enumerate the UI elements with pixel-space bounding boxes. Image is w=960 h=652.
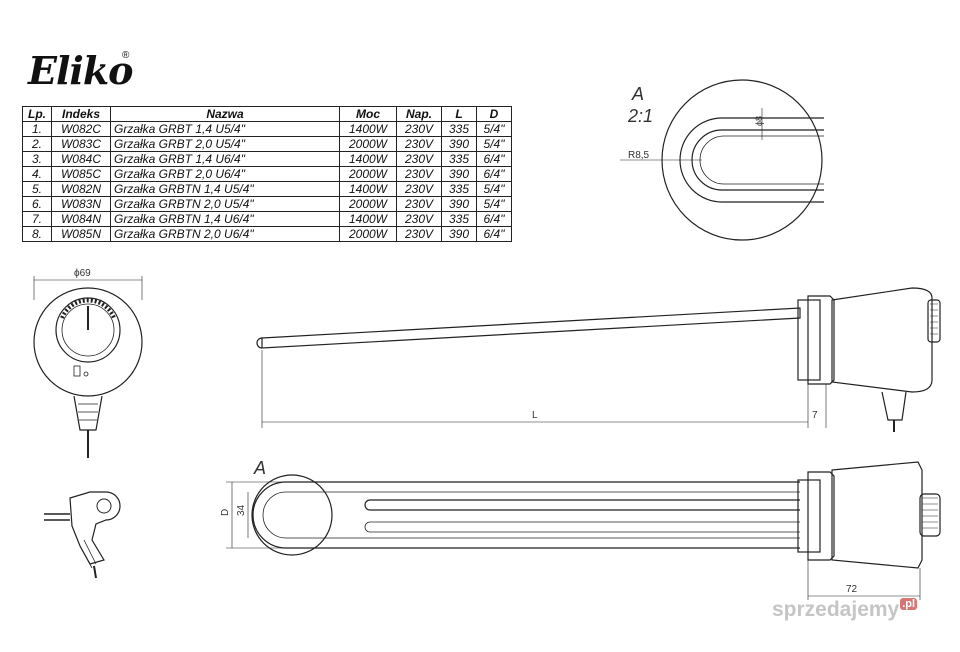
table-cell: Grzałka GRBTN 1,4 U5/4" (110, 181, 340, 197)
col-indeks: Indeks (51, 106, 111, 122)
detail-label: A (631, 84, 644, 104)
detail-core-loop (699, 135, 824, 185)
table-cell: 230V (396, 181, 442, 197)
table-cell: 6/4" (476, 166, 512, 182)
section-a-circle (251, 474, 333, 556)
table-cell: 6/4" (476, 226, 512, 242)
head-front-dial-ring (55, 297, 121, 363)
table-cell: 5/4" (476, 121, 512, 137)
section-label: A (253, 458, 266, 478)
thread-bottom (807, 471, 835, 561)
d-label: D (220, 509, 231, 516)
plug-pins (44, 513, 70, 521)
table-cell: Grzałka GRBT 1,4 U6/4" (110, 151, 340, 167)
head-front-outer (33, 287, 143, 397)
knob-top (927, 299, 941, 343)
gap-label: 7 (812, 410, 818, 421)
thread-top (807, 295, 835, 385)
table-cell: 6/4" (476, 211, 512, 227)
detail-scale: 2:1 (627, 106, 653, 126)
table-cell: 335 (441, 181, 477, 197)
head-front-dial (61, 303, 115, 357)
logo-text: Eliko (28, 48, 134, 93)
u-element-slot (364, 499, 800, 511)
head-length-label: 72 (846, 584, 858, 595)
length-label: L (532, 410, 538, 421)
plug-body (69, 491, 121, 565)
heater-head-top (831, 287, 933, 393)
table-cell: Grzałka GRBT 2,0 U6/4" (110, 166, 340, 182)
led-indicator (73, 365, 81, 377)
table-cell: 230V (396, 226, 442, 242)
table-cell: 390 (441, 226, 477, 242)
table-cell: Grzałka GRBT 2,0 U5/4" (110, 136, 340, 152)
flange-nut-bottom (797, 479, 821, 553)
knob-bottom (919, 493, 941, 537)
table-cell: W082C (51, 121, 111, 137)
watermark-badge: .pl (900, 598, 918, 610)
thread-label: 34 (236, 504, 247, 516)
watermark-text: sprzedajemy (772, 598, 900, 621)
dial-scale (60, 298, 116, 319)
table-cell: 2000W (339, 196, 397, 212)
detail-radius-label: R8,5 (628, 150, 650, 161)
front-cable-gland (73, 395, 103, 431)
head-diameter-label: ϕ69 (74, 268, 91, 279)
top-cable-gland (881, 391, 907, 421)
table-cell: Grzałka GRBTN 2,0 U6/4" (110, 226, 340, 242)
eliko-logo: Eliko ® (28, 48, 138, 104)
table-cell: W083C (51, 136, 111, 152)
table-cell: 5/4" (476, 196, 512, 212)
table-cell: 2000W (339, 226, 397, 242)
u-element-outer (252, 481, 800, 549)
detail-diameter-label: ϕ8 (754, 116, 764, 126)
table-cell: W082N (51, 181, 111, 197)
u-element-inner (262, 491, 800, 539)
table-cell: 230V (396, 121, 442, 137)
registered-mark: ® (122, 50, 130, 61)
table-cell: W083N (51, 196, 111, 212)
table-cell: W085N (51, 226, 111, 242)
table-cell: W084N (51, 211, 111, 227)
table-cell: 230V (396, 151, 442, 167)
watermark: sprzedajemy.pl (772, 598, 918, 622)
table-cell: Grzałka GRBTN 1,4 U6/4" (110, 211, 340, 227)
table-cell: 230V (396, 211, 442, 227)
flange-nut-top (797, 299, 821, 381)
table-cell: 390 (441, 166, 477, 182)
table-cell: 230V (396, 166, 442, 182)
led-dot (83, 371, 89, 377)
table-cell: 1400W (339, 211, 397, 227)
table-cell: 390 (441, 196, 477, 212)
table-cell: Grzałka GRBT 1,4 U5/4" (110, 121, 340, 137)
plug-ring (96, 498, 112, 514)
heating-rod-top (261, 307, 801, 349)
heater-head-bottom (831, 461, 923, 569)
